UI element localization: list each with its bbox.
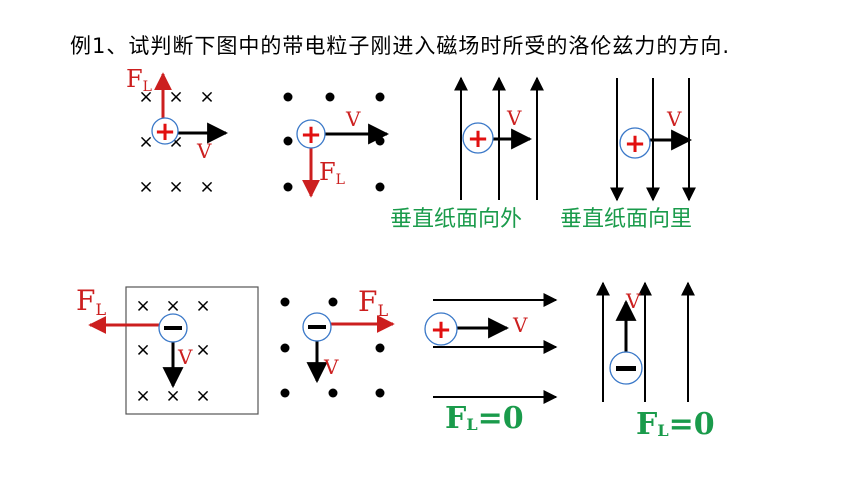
- field-dot: [375, 136, 385, 146]
- field-cross: ×: [195, 340, 210, 361]
- force-label: FL: [319, 158, 345, 188]
- charge-plus: +: [430, 315, 452, 345]
- particle: [619, 127, 651, 159]
- field-cross: ×: [135, 386, 150, 407]
- charge-plus: +: [300, 120, 322, 150]
- field-cross: ×: [195, 296, 210, 317]
- field-dot: [375, 388, 385, 398]
- field-cross: ×: [165, 296, 180, 317]
- diagram-1-crosses-positive: × × × × × × × × + FL V: [126, 65, 229, 198]
- field-cross: ×: [199, 87, 214, 108]
- field-dot: [328, 297, 338, 307]
- velocity-label: V: [506, 106, 522, 130]
- velocity-label: V: [323, 355, 339, 379]
- diagram-7-lines-right-positive: + V FL=0: [424, 293, 558, 436]
- velocity-label: V: [625, 289, 641, 313]
- field-cross: ×: [138, 177, 153, 198]
- problem-title: 例1、试判断下图中的带电粒子刚进入磁场时所受的洛伦兹力的方向.: [70, 34, 731, 58]
- diagram-5-crosses-negative: × × × × × × × × FL V: [76, 284, 259, 415]
- force-label: FL: [76, 284, 106, 319]
- field-dot: [283, 92, 293, 102]
- diagram-6-dots-negative: FL V: [280, 285, 395, 398]
- field-dot: [328, 388, 338, 398]
- velocity-label: V: [666, 107, 682, 131]
- field-cross: ×: [135, 296, 150, 317]
- particle: [151, 117, 179, 145]
- force-label: FL: [358, 285, 388, 320]
- velocity-label: V: [177, 345, 193, 369]
- charge-minus: [308, 325, 326, 329]
- field-dot: [375, 92, 385, 102]
- diagram-8-lines-up-negative: V FL=0: [596, 281, 715, 442]
- field-dot: [280, 388, 290, 398]
- field-dot: [283, 136, 293, 146]
- field-cross: ×: [138, 132, 153, 153]
- force-label: FL: [126, 65, 152, 95]
- diagram-3-lines-up-positive: + V 垂直纸面向外: [390, 76, 544, 232]
- field-dot: [325, 92, 335, 102]
- field-cross: ×: [168, 87, 183, 108]
- field-cross: ×: [195, 386, 210, 407]
- field-cross: ×: [138, 87, 153, 108]
- charge-plus: +: [624, 129, 646, 159]
- note-out-of-page: 垂直纸面向外: [390, 207, 522, 232]
- field-dot: [375, 343, 385, 353]
- particle: [424, 312, 458, 346]
- charge-plus: +: [467, 124, 489, 154]
- field-dot: [283, 182, 293, 192]
- velocity-label: V: [345, 107, 361, 131]
- field-dot: [375, 182, 385, 192]
- field-cross: ×: [165, 386, 180, 407]
- field-dot: [280, 297, 290, 307]
- field-cross: ×: [168, 177, 183, 198]
- diagram-2-dots-positive: + V FL: [283, 92, 390, 198]
- field-dot: [280, 343, 290, 353]
- particle: [462, 122, 494, 154]
- particle: [296, 119, 326, 149]
- velocity-label: V: [512, 313, 528, 337]
- zero-force-label: FL=0: [445, 401, 524, 436]
- charge-minus: [164, 326, 182, 330]
- field-cross: ×: [135, 340, 150, 361]
- velocity-label: V: [196, 139, 212, 163]
- note-into-page: 垂直纸面向里: [560, 207, 692, 232]
- diagram-4-lines-down-positive: + V 垂直纸面向里: [560, 78, 696, 232]
- zero-force-label: FL=0: [636, 407, 715, 442]
- charge-minus: [616, 366, 636, 371]
- field-cross: ×: [199, 177, 214, 198]
- charge-plus: +: [154, 117, 176, 147]
